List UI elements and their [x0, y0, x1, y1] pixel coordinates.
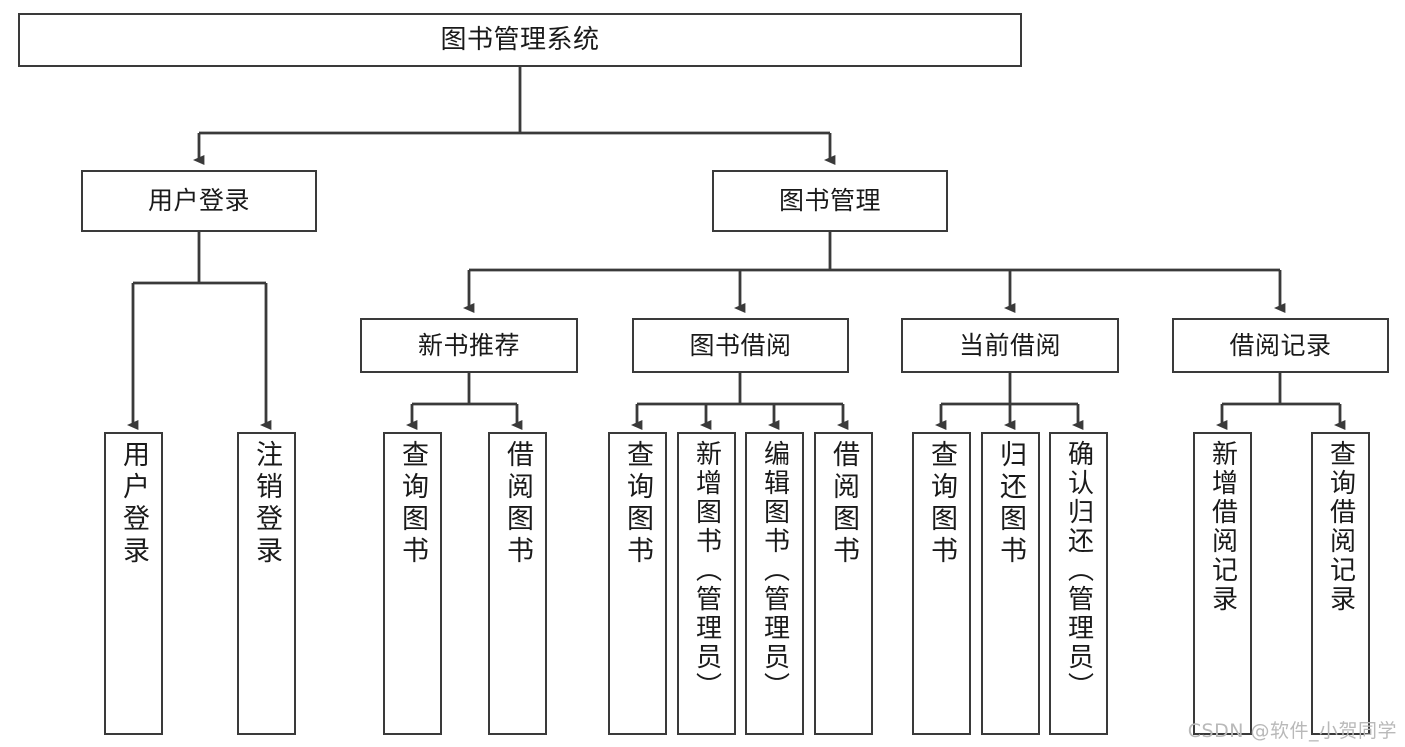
node-borrow-record[interactable]: 借阅记录	[1172, 318, 1389, 373]
node-label: 新增借阅记录	[1207, 440, 1238, 614]
node-label: 借阅记录	[1229, 330, 1332, 360]
leaf-record-query-record[interactable]: 查询借阅记录	[1311, 432, 1370, 735]
node-label: 确认归还（管理员）	[1063, 440, 1094, 701]
node-label: 查询借阅记录	[1325, 440, 1356, 614]
node-label: 借阅图书	[828, 440, 859, 568]
node-label: 注销登录	[251, 440, 282, 568]
node-label: 新书推荐	[417, 330, 520, 360]
node-label: 当前借阅	[958, 330, 1061, 360]
leaf-user-login[interactable]: 用户登录	[104, 432, 163, 735]
node-label: 查询图书	[926, 440, 957, 568]
leaf-newbook-borrow-book[interactable]: 借阅图书	[488, 432, 547, 735]
node-label: 归还图书	[995, 440, 1026, 568]
leaf-borrow-add-book-admin[interactable]: 新增图书（管理员）	[677, 432, 736, 735]
leaf-current-query-book[interactable]: 查询图书	[912, 432, 971, 735]
leaf-current-return-book[interactable]: 归还图书	[981, 432, 1040, 735]
node-label: 图书借阅	[689, 330, 792, 360]
leaf-borrow-borrow-book[interactable]: 借阅图书	[814, 432, 873, 735]
node-label: 新增图书（管理员）	[691, 440, 722, 701]
node-current-borrow[interactable]: 当前借阅	[901, 318, 1119, 373]
node-label: 查询图书	[397, 440, 428, 568]
node-new-book-recommend[interactable]: 新书推荐	[360, 318, 578, 373]
node-label: 用户登录	[147, 186, 250, 216]
leaf-newbook-query-book[interactable]: 查询图书	[383, 432, 442, 735]
node-label: 编辑图书（管理员）	[759, 440, 790, 701]
leaf-user-logout[interactable]: 注销登录	[237, 432, 296, 735]
node-label: 图书管理系统	[440, 24, 600, 55]
leaf-borrow-query-book[interactable]: 查询图书	[608, 432, 667, 735]
node-label: 查询图书	[622, 440, 653, 568]
node-label: 用户登录	[118, 440, 149, 568]
leaf-current-confirm-return-admin[interactable]: 确认归还（管理员）	[1049, 432, 1108, 735]
node-root-system[interactable]: 图书管理系统	[18, 13, 1022, 67]
node-user-login[interactable]: 用户登录	[81, 170, 317, 232]
node-label: 图书管理	[778, 186, 881, 216]
node-label: 借阅图书	[502, 440, 533, 568]
node-book-management[interactable]: 图书管理	[712, 170, 948, 232]
leaf-borrow-edit-book-admin[interactable]: 编辑图书（管理员）	[745, 432, 804, 735]
leaf-record-add-record[interactable]: 新增借阅记录	[1193, 432, 1252, 735]
node-book-borrow[interactable]: 图书借阅	[632, 318, 849, 373]
watermark: CSDN @软件_小贺同学	[1187, 720, 1397, 742]
